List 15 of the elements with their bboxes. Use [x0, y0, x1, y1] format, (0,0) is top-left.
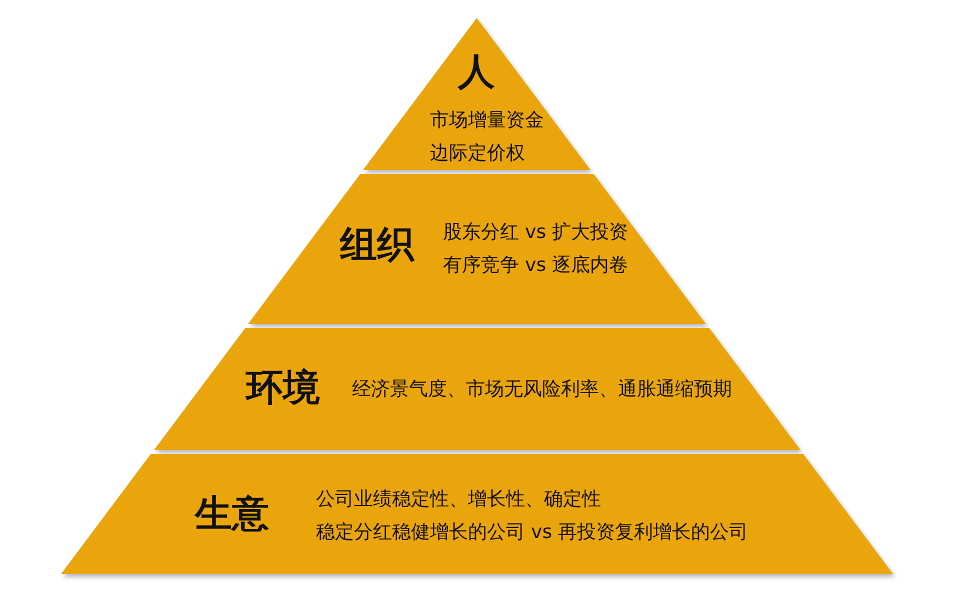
tier-text: 公司业绩稳定性、增长性、确定性 — [316, 487, 601, 511]
tier-text: 边际定价权 — [430, 141, 525, 165]
tier-text: 市场增量资金 — [430, 108, 544, 132]
tier-title: 组织 — [340, 223, 414, 267]
tier-text: 股东分红 vs 扩大投资 — [442, 220, 628, 244]
pyramid-tier — [154, 328, 800, 450]
pyramid-tier — [363, 18, 591, 170]
tier-title: 人 — [458, 50, 495, 94]
tier-text: 有序竞争 vs 逐底内卷 — [442, 253, 628, 277]
pyramid-tier — [248, 174, 706, 324]
tier-title: 生意 — [195, 492, 269, 536]
tier-text: 经济景气度、市场无风险利率、通胀通缩预期 — [352, 377, 732, 401]
tier-title: 环境 — [246, 366, 320, 410]
pyramid-tier — [61, 454, 893, 574]
tier-text: 稳定分红稳健增长的公司 vs 再投资复利增长的公司 — [316, 520, 748, 544]
